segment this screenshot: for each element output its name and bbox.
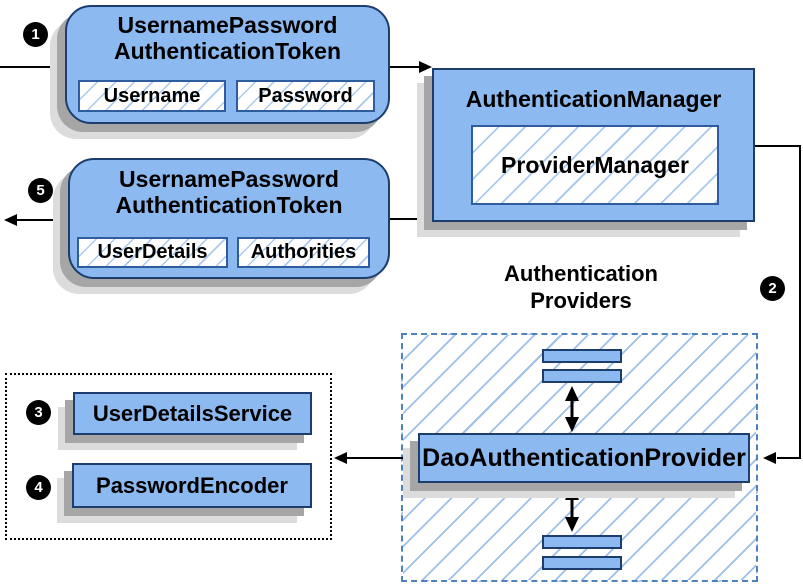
response-token-title-line1: UsernamePassword <box>119 166 339 192</box>
password-encoder-box: PasswordEncoder <box>72 463 312 508</box>
username-field-label: Username <box>103 84 201 107</box>
provider-placeholder-bar-3 <box>542 535 622 549</box>
double-arrow-top <box>565 386 579 432</box>
step-1-badge: 1 <box>23 22 48 47</box>
password-encoder-label: PasswordEncoder <box>96 472 288 498</box>
provider-placeholder-bar-2 <box>542 369 622 383</box>
provider-manager-box: ProviderManager <box>471 125 719 205</box>
user-details-service-box: UserDetailsService <box>73 392 312 435</box>
providers-heading: Authentication Providers <box>441 260 721 314</box>
password-field-label: Password <box>258 84 353 107</box>
authentication-manager-title: AuthenticationManager <box>465 86 722 112</box>
user-details-service-label: UserDetailsService <box>92 400 293 426</box>
authorities-field-label: Authorities <box>250 241 357 263</box>
dao-dependencies-region <box>5 373 332 540</box>
request-token-title-line2: AuthenticationToken <box>113 38 341 64</box>
userdetails-field-box: UserDetails <box>77 237 228 268</box>
provider-manager-label: ProviderManager <box>501 151 689 178</box>
provider-placeholder-bar-1 <box>542 349 622 363</box>
dao-authentication-provider-box: DaoAuthenticationProvider <box>418 433 750 483</box>
response-token-title: UsernamePassword AuthenticationToken <box>68 166 390 218</box>
response-token-title-line2: AuthenticationToken <box>115 192 343 218</box>
step-5-badge: 5 <box>28 178 53 203</box>
authorities-field-box: Authorities <box>237 237 370 268</box>
request-token-title-line1: UsernamePassword <box>117 12 338 38</box>
arrow-step2-to-provider <box>755 145 801 464</box>
double-arrow-bottom <box>565 485 579 532</box>
provider-placeholder-bar-4 <box>542 556 622 570</box>
providers-heading-line1: Authentication <box>504 261 658 286</box>
request-token-title: UsernamePassword AuthenticationToken <box>65 12 390 64</box>
arrow-provider-to-services <box>334 452 418 464</box>
providers-heading-line2: Providers <box>530 288 632 313</box>
step-2-badge: 2 <box>760 276 785 301</box>
step-3-badge: 3 <box>26 400 51 425</box>
userdetails-field-label: UserDetails <box>97 241 208 263</box>
password-field-box: Password <box>236 80 375 112</box>
dao-authentication-provider-label: DaoAuthenticationProvider <box>422 443 746 472</box>
username-field-box: Username <box>78 80 226 112</box>
step-4-badge: 4 <box>26 475 51 500</box>
